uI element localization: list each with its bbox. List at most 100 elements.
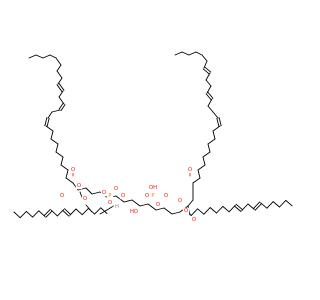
glycerophosphate-backbone-bond (163, 207, 173, 215)
phosphate-oxygen-label: O (114, 186, 118, 192)
lower-right-fatty-chain-bond (272, 201, 280, 208)
glycerol-hydroxyl-label-label-bg (130, 208, 138, 216)
upper-right-fatty-chain-double-bond (205, 93, 212, 101)
upper-left-fatty-chain-bond (55, 57, 62, 66)
lower-right-fatty-chain-bond (209, 207, 217, 214)
ester-oxygen-label-label-bg (75, 182, 83, 190)
lower-right-fatty-chain-bond (222, 205, 230, 213)
upper-right-fatty-chain-bond (207, 105, 214, 113)
lower-right-fatty-chain-bond (266, 201, 274, 209)
upper-left-fatty-chain-double-bond (56, 84, 63, 93)
ester-oxygen-label-label-bg (182, 207, 190, 215)
phosphate-oxygen-label-label-bg (162, 192, 170, 200)
lower-left-fatty-chain-bond (25, 210, 34, 218)
upper-right-fatty-chain-bond (195, 51, 203, 56)
glycerophosphate-backbone-bond (85, 187, 93, 195)
upper-left-fatty-chain-bond (49, 54, 57, 59)
glycerol-hydroxyl-label: HO (130, 209, 138, 215)
carbonyl-oxygen-label-label-bg (69, 166, 77, 174)
ester-oxygen-label-label-bg (58, 192, 66, 200)
ester-oxygen-label: O (60, 193, 64, 199)
upper-left-fatty-chain-bond (35, 54, 44, 59)
lower-left-ester-bond (99, 209, 108, 215)
phosphate-hydroxyl-label-label-bg (149, 184, 157, 192)
phosphate-oxygen-label: O (145, 193, 149, 199)
phosphate-oxygen-label-label-bg (112, 185, 120, 193)
ester-oxygen-label: O (83, 196, 87, 202)
upper-right-fatty-chain-bond (206, 85, 212, 94)
upper-left-fatty-chain-bond (65, 169, 69, 179)
upper-right-fatty-chain-bond (201, 54, 208, 62)
upper-right-fatty-chain-bond (197, 169, 201, 179)
lower-left-fatty-chain-bond (100, 207, 108, 214)
glycerophosphate-backbone-bond (187, 199, 194, 207)
glycerophosphate-backbone-bond (147, 203, 157, 211)
lower-right-fatty-chain-bond (216, 205, 224, 214)
lower-right-fatty-chain-bond (203, 207, 211, 215)
upper-right-fatty-chain-double-bond (204, 66, 212, 73)
upper-left-fatty-chain-bond (56, 64, 62, 72)
lower-left-fatty-chain-bond (81, 207, 89, 216)
upper-right-fatty-chain-bond (188, 51, 197, 56)
lower-right-fatty-chain-double-bond (252, 201, 261, 210)
ester-oxygen-label-label-bg (81, 195, 89, 203)
upper-right-fatty-chain-bond (174, 51, 183, 56)
lower-right-fatty-chain-bond (197, 208, 205, 215)
hydroxyl-hydrogen-label-label-bg (113, 203, 121, 211)
upper-right-fatty-chain-bond (205, 79, 212, 87)
upper-left-fatty-chain-bond (42, 54, 51, 59)
upper-left-fatty-chain-bond (47, 111, 53, 119)
upper-right-fatty-chain-bond (203, 60, 208, 69)
ester-oxygen-label: O (178, 198, 182, 204)
upper-left-fatty-chain-bond (55, 151, 64, 158)
upper-right-fatty-chain-bond (212, 130, 216, 140)
glycerophosphate-backbone-bond (155, 207, 165, 211)
ester-branch-bond (85, 204, 93, 213)
lower-left-fatty-chain-double-bond (63, 208, 72, 215)
phosphate-oxygen-label: O (164, 193, 168, 199)
lower-left-fatty-chain-bond (94, 207, 102, 215)
lower-left-fatty-chain-bond (69, 208, 77, 216)
lower-left-ester-bond (106, 204, 116, 211)
lower-left-fatty-chain-double-bond (45, 210, 53, 218)
upper-right-fatty-chain-bond (212, 125, 221, 132)
phosphate-oxygen-label-label-bg (119, 192, 127, 200)
carbonyl-oxygen-label: O (188, 167, 192, 173)
upper-left-fatty-chain-double-bond (46, 117, 50, 127)
carbonyl-oxygen-label: O (71, 167, 75, 173)
glycerophosphate-backbone-bond (91, 191, 101, 195)
phosphorus-label: P (108, 193, 111, 199)
upper-left-fatty-chain-bond (57, 77, 63, 85)
upper-right-fatty-chain-double-bond (218, 117, 222, 127)
upper-left-fatty-chain-bond (50, 138, 59, 145)
upper-left-fatty-chain-bond (60, 156, 64, 166)
lower-right-fatty-chain-bond (285, 199, 293, 207)
glycerophosphate-backbone-bond (139, 203, 149, 207)
lower-left-fatty-chain-double-bond (43, 208, 51, 217)
ester-oxygen-label: O (184, 208, 188, 214)
upper-left-fatty-chain-double-bond (44, 117, 48, 127)
upper-left-fatty-chain-bond (28, 54, 37, 59)
lower-right-fatty-chain-double-bond (234, 205, 242, 212)
upper-right-fatty-chain-bond (197, 164, 206, 171)
phosphate-oxygen-label: O (108, 200, 112, 206)
carbonyl-oxygen-label-label-bg (186, 166, 194, 174)
upper-left-fatty-chain-bond (50, 130, 54, 140)
upper-left-fatty-chain-bond (58, 96, 65, 105)
phosphorus-label: P (151, 193, 154, 199)
upper-left-fatty-chain-bond (55, 143, 59, 153)
glycerophosphate-backbone-bond (123, 199, 133, 203)
lower-left-fatty-chain-bond (50, 209, 58, 217)
phosphate-oxygen-label: O (102, 190, 106, 196)
hydroxyl-hydrogen-label: H (115, 204, 119, 210)
upper-right-fatty-chain-bond (207, 98, 213, 107)
upper-right-fatty-chain-double-bond (202, 68, 210, 75)
phosphate-hydroxyl-label: OH (149, 185, 157, 191)
upper-right-fatty-chain-bond (192, 177, 201, 184)
upper-right-fatty-chain-double-bond (207, 91, 214, 99)
lower-left-fatty-chain-bond (19, 210, 27, 219)
ester-oxygen-label: O (77, 183, 81, 189)
ester-oxygen-label-label-bg (190, 216, 198, 224)
glycerophosphate-backbone-bond (171, 211, 181, 215)
